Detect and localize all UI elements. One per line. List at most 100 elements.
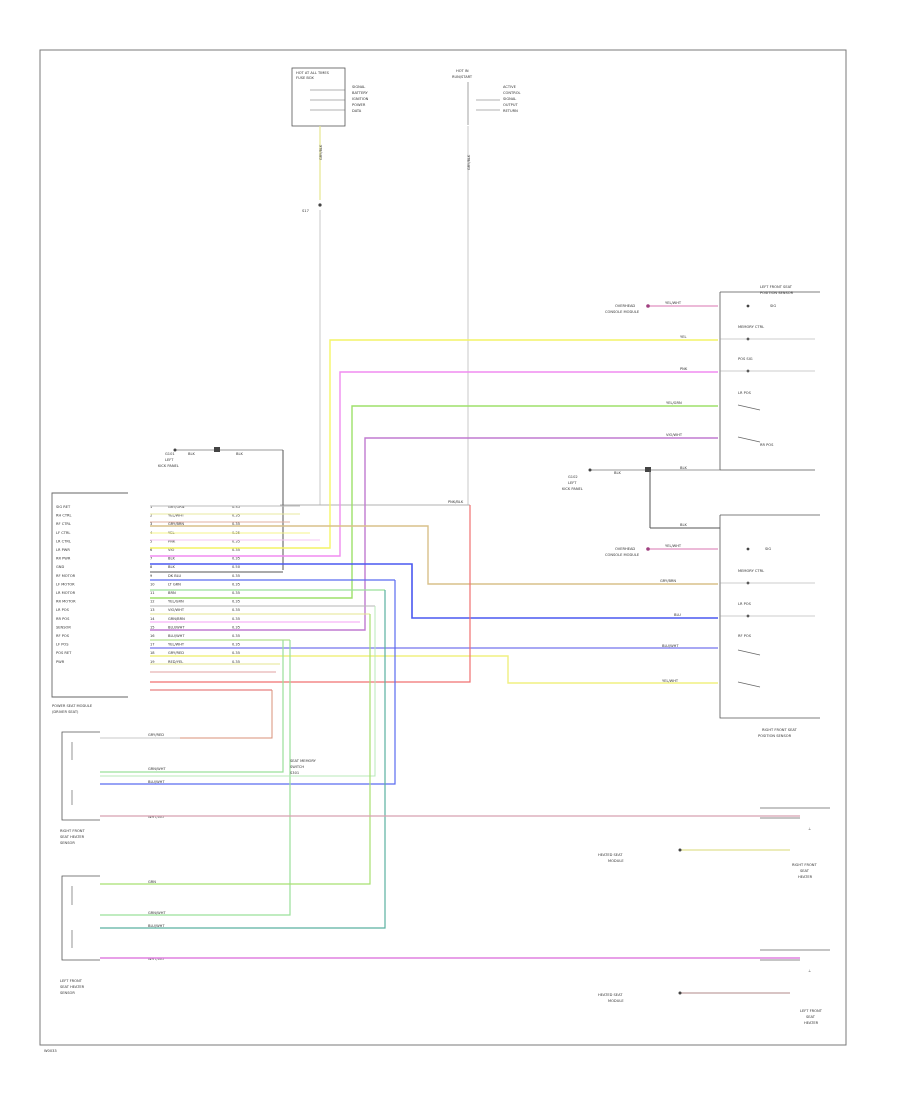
module-pin-wire: 0.35 [232,574,240,578]
svg-text:RIGHT FRONT: RIGHT FRONT [792,863,817,867]
svg-text:LR POS: LR POS [738,391,752,395]
svg-text:LEFT FRONT: LEFT FRONT [60,979,83,983]
svg-text:LEFT FRONT: LEFT FRONT [800,1009,823,1013]
svg-text:LEFT FRONT SEAT: LEFT FRONT SEAT [760,285,793,289]
svg-text:MEMORY CTRL: MEMORY CTRL [738,325,764,329]
svg-text:SEAT HEATER: SEAT HEATER [60,985,85,989]
module-pin-name: RH CTRL [56,514,72,518]
right-front-seat-heater: ⊥ RIGHT FRONT SEAT HEATER HEATED SEAT MO… [598,807,830,879]
svg-text:SEAT MEMORY: SEAT MEMORY [290,759,317,763]
module-pin-number: 10 [150,582,155,586]
top-right-connector-label: RUN/START [452,75,473,79]
module-pin-color: BRN [168,591,176,595]
module-pin-name: RR PWR [56,557,71,561]
module-pin-number: 12 [150,600,155,604]
top-left-connector: HOT AT ALL TIMES FUSE BOX SIGNAL BATTERY… [291,67,369,127]
module-pin-number: 17 [150,643,155,647]
module-pin-name: LF CTRL [56,531,70,535]
module-pin-number: 7 [150,557,152,561]
module-pin-wire: 0.35 [232,600,240,604]
module-pin-name: RR MOTOR [56,600,76,604]
module-pin-wire: 0.35 [232,557,240,561]
svg-text:SEAT: SEAT [800,869,810,873]
top-right-connector-label: HOT IN [456,69,469,73]
module-pin-color: GRY/RED [168,651,184,655]
svg-text:BLK: BLK [236,452,243,456]
module-pin-wire: 0.35 [232,505,240,509]
module-pin-number: 18 [150,651,155,655]
svg-text:BLK: BLK [614,471,621,475]
ground-g101: G101 LEFT KICK PANEL BLK BLK [158,447,284,570]
svg-text:SEAT: SEAT [806,1015,816,1019]
top-right-connector: HOT IN RUN/START ACTIVE CONTROL SIGNAL O… [452,69,521,125]
module-pin-number: 19 [150,660,155,664]
svg-text:HEATED SEAT: HEATED SEAT [598,853,623,857]
module-title: (DRIVER SEAT) [52,710,79,714]
feed-wire-left-label: GRY/BLK [319,144,323,160]
svg-text:BLK: BLK [188,452,195,456]
module-pin-name: LR POS [56,608,70,612]
svg-text:SENSOR: SENSOR [60,841,75,845]
ground-g102: G102 LEFT KICK PANEL BLK BLK [562,467,720,529]
module-pin-number: 13 [150,608,155,612]
top-left-connector-note: BATTERY [352,91,369,95]
svg-text:GRN/WHT: GRN/WHT [148,767,166,771]
svg-text:BLU/WHT: BLU/WHT [662,644,679,648]
module-pin-wire: 0.35 [232,514,240,518]
module-pin-color: RED/YEL [168,660,183,664]
module-pin-name: POS RET [56,651,72,655]
module-pin-number: 2 [150,514,152,518]
module-pin-name: LR CTRL [56,539,71,543]
module-pin-wire: 0.35 [232,651,240,655]
module-pin-color: BLU/WHT [168,625,185,629]
diagram-frame [39,49,847,1046]
right-bottom-sensor: RIGHT FRONT SEAT POSITION SENSOR SIG MEM… [605,514,820,738]
svg-text:PNK: PNK [680,367,688,371]
module-pin-wire: 0.35 [232,591,240,595]
svg-text:S301: S301 [290,771,299,775]
svg-text:YEL/WHT: YEL/WHT [665,544,682,548]
svg-text:VIO/WHT: VIO/WHT [666,433,683,437]
seat-memory-splice: SEAT MEMORY SWITCH S301 [290,759,317,775]
svg-text:BLK: BLK [680,466,687,470]
top-left-connector-label: FUSE BOX [296,76,314,80]
module-pin-wire: 0.35 [232,539,240,543]
top-left-connector-label: HOT AT ALL TIMES [296,71,330,75]
module-pin-color: VIO [168,548,175,552]
svg-text:LEFT: LEFT [568,481,577,485]
module-pin-name: LF POS [56,643,69,647]
module-pin-number: 14 [150,617,155,621]
svg-text:SENSOR: SENSOR [60,991,75,995]
svg-text:RF POS: RF POS [738,634,752,638]
top-right-connector-note: ACTIVE [503,85,517,89]
module-pin-name: PWR [56,660,65,664]
svg-text:⊥: ⊥ [808,969,811,973]
module-pin-name: RF POS [56,634,70,638]
feed-wire-right-label: GRY/BLK [467,154,471,170]
module-pin-name: SENSOR [56,625,71,629]
module-pin-name: RF CTRL [56,522,71,526]
svg-text:GRN: GRN [148,880,156,884]
module-pin-wire: 0.35 [232,608,240,612]
module-pin-color: YEL/WHT [168,643,185,647]
top-left-connector-note: IGNITION [352,97,369,101]
svg-text:BLK: BLK [680,523,687,527]
module-pin-color: BLU/WHT [168,634,185,638]
top-right-connector-note: OUTPUT [503,103,518,107]
svg-text:CONSOLE MODULE: CONSOLE MODULE [605,310,640,314]
module-pin-wire: 0.35 [232,617,240,621]
module-pin-wire: 0.35 [232,582,240,586]
svg-text:HEATED SEAT: HEATED SEAT [598,993,623,997]
splice-label: S17 [302,209,309,213]
module-pin-number: 6 [150,548,153,552]
module-pin-color: BLK [168,565,175,569]
module-pin-color: DK BLU [168,574,182,578]
module-pin-color: YEL/GRN [168,600,184,604]
svg-text:RR POS: RR POS [760,443,774,447]
svg-text:YEL/GRN: YEL/GRN [666,401,682,405]
module-pin-name: RR POS [56,617,70,621]
module-pin-color: GRY/BRN [168,522,184,526]
module-pin-wire: 0.35 [232,660,240,664]
svg-text:MODULE: MODULE [608,999,624,1003]
